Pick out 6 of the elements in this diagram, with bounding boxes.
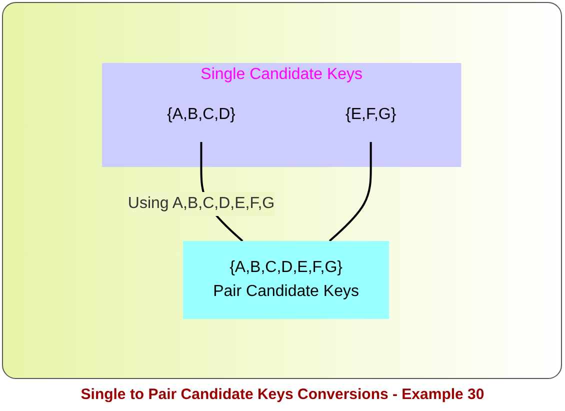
connector <box>329 142 372 242</box>
node-text: {A,B,C,D} <box>167 106 236 122</box>
caption: Single to Pair Candidate Keys Conversions - Example 30 <box>80 386 486 403</box>
node-box: {A,B,C,D,E,F,G} Pair Candidate Keys <box>184 240 390 318</box>
edge-label: Using A,B,C,D,E,F,G <box>128 194 276 212</box>
node-text: {E,F,G} <box>346 106 397 122</box>
